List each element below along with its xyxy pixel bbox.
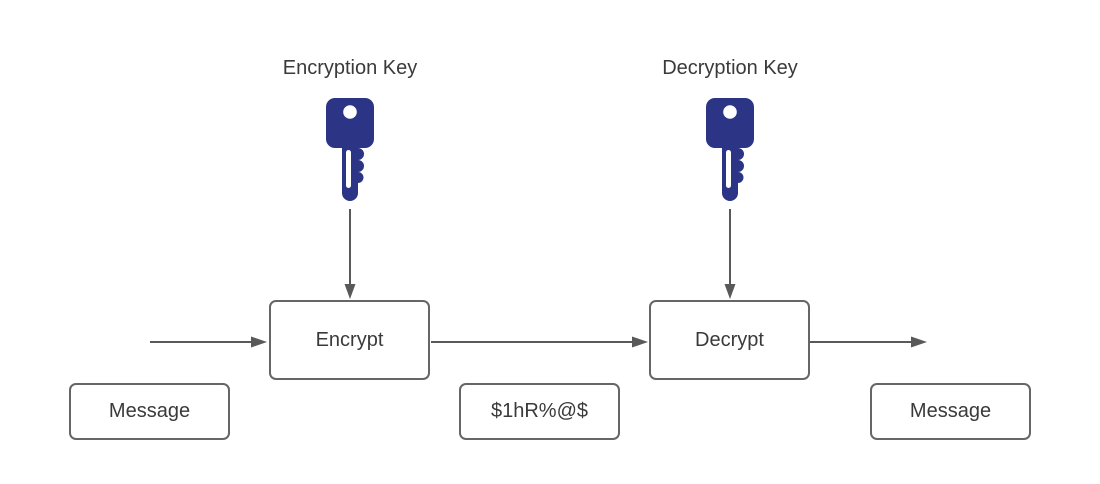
ciphertext-box: $1hR%@$ <box>459 383 620 440</box>
decryption-key-arrow <box>724 209 736 299</box>
ciphertext-label: $1hR%@$ <box>490 400 589 422</box>
decrypt-output-arrow <box>810 336 927 348</box>
decrypt-box-label: Decrypt <box>695 328 764 351</box>
encryption-key-icon <box>325 98 375 208</box>
decrypt-box: Decrypt <box>649 300 810 380</box>
key-icon <box>706 98 754 201</box>
message-right-label: Message <box>909 400 992 422</box>
encryption-key-arrow <box>344 209 356 299</box>
message-box-right: Message <box>870 383 1031 440</box>
encryption-key-label: Encryption Key <box>282 57 418 79</box>
decryption-key-icon <box>705 98 755 208</box>
key-icon <box>326 98 374 201</box>
encrypt-box: Encrypt <box>269 300 430 380</box>
encrypt-to-decrypt-arrow <box>431 336 648 348</box>
plaintext-input-arrow <box>150 336 267 348</box>
decryption-key-label: Decryption Key <box>662 57 798 79</box>
encrypt-box-label: Encrypt <box>315 328 384 351</box>
message-box-left: Message <box>69 383 230 440</box>
message-left-label: Message <box>108 400 191 422</box>
